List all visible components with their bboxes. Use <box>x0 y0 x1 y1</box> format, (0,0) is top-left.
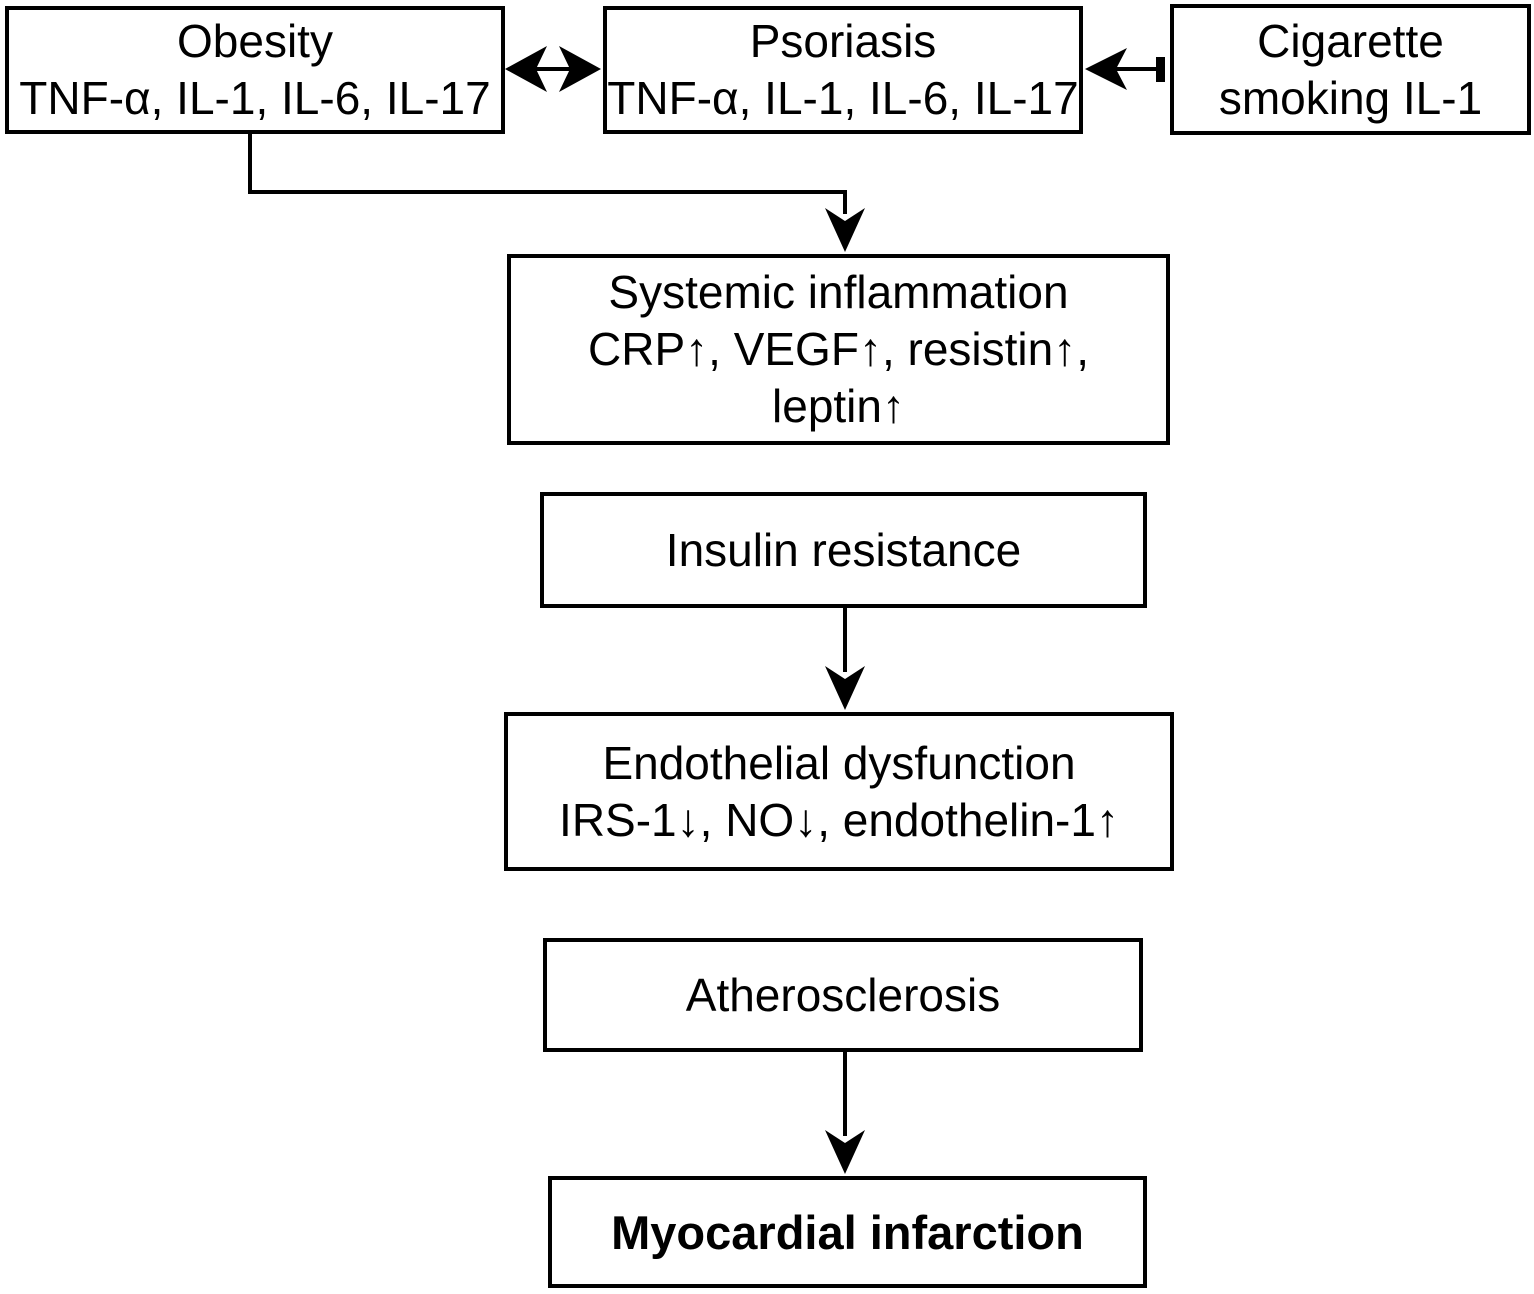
node-title: Atherosclerosis <box>685 968 1001 1021</box>
node-atherosclerosis: Atherosclerosis <box>543 938 1143 1052</box>
edge-cigarette-psoriasis-arrow <box>1085 48 1165 90</box>
node-title: Endothelial dysfunction <box>602 736 1076 789</box>
node-title: Myocardial infarction <box>611 1205 1084 1259</box>
node-subtitle: CRP↑, VEGF↑, resistin↑, <box>588 323 1089 375</box>
edge-obesity-systemic-elbow-arrow <box>248 134 865 252</box>
node-title: Insulin resistance <box>665 523 1022 576</box>
node-title: Obesity <box>177 15 333 67</box>
node-obesity: Obesity TNF-α, IL-1, IL-6, IL-17 <box>5 6 505 134</box>
node-subtitle-line2: leptin↑ <box>772 380 905 432</box>
node-systemic-inflammation: Systemic inflammation CRP↑, VEGF↑, resis… <box>507 254 1170 445</box>
node-title-line2: smoking IL-1 <box>1218 71 1483 124</box>
node-subtitle: TNF-α, IL-1, IL-6, IL-17 <box>607 72 1079 124</box>
node-title: Psoriasis <box>749 15 937 67</box>
node-insulin-resistance: Insulin resistance <box>540 492 1147 608</box>
node-title: Systemic inflammation <box>608 266 1069 318</box>
node-psoriasis: Psoriasis TNF-α, IL-1, IL-6, IL-17 <box>603 6 1083 134</box>
edge-obesity-psoriasis-double-arrow <box>505 46 601 92</box>
node-cigarette-smoking: Cigarette smoking IL-1 <box>1170 4 1531 135</box>
node-title: Cigarette <box>1257 14 1444 67</box>
node-myocardial-infarction: Myocardial infarction <box>548 1176 1147 1288</box>
edge-atherosclerosis-myocardial-arrow <box>825 1052 865 1174</box>
edge-insulin-endothelial-arrow <box>825 608 865 710</box>
node-endothelial-dysfunction: Endothelial dysfunction IRS-1↓, NO↓, end… <box>504 712 1174 871</box>
node-subtitle: IRS-1↓, NO↓, endothelin-1↑ <box>559 793 1119 846</box>
node-subtitle: TNF-α, IL-1, IL-6, IL-17 <box>19 72 491 124</box>
